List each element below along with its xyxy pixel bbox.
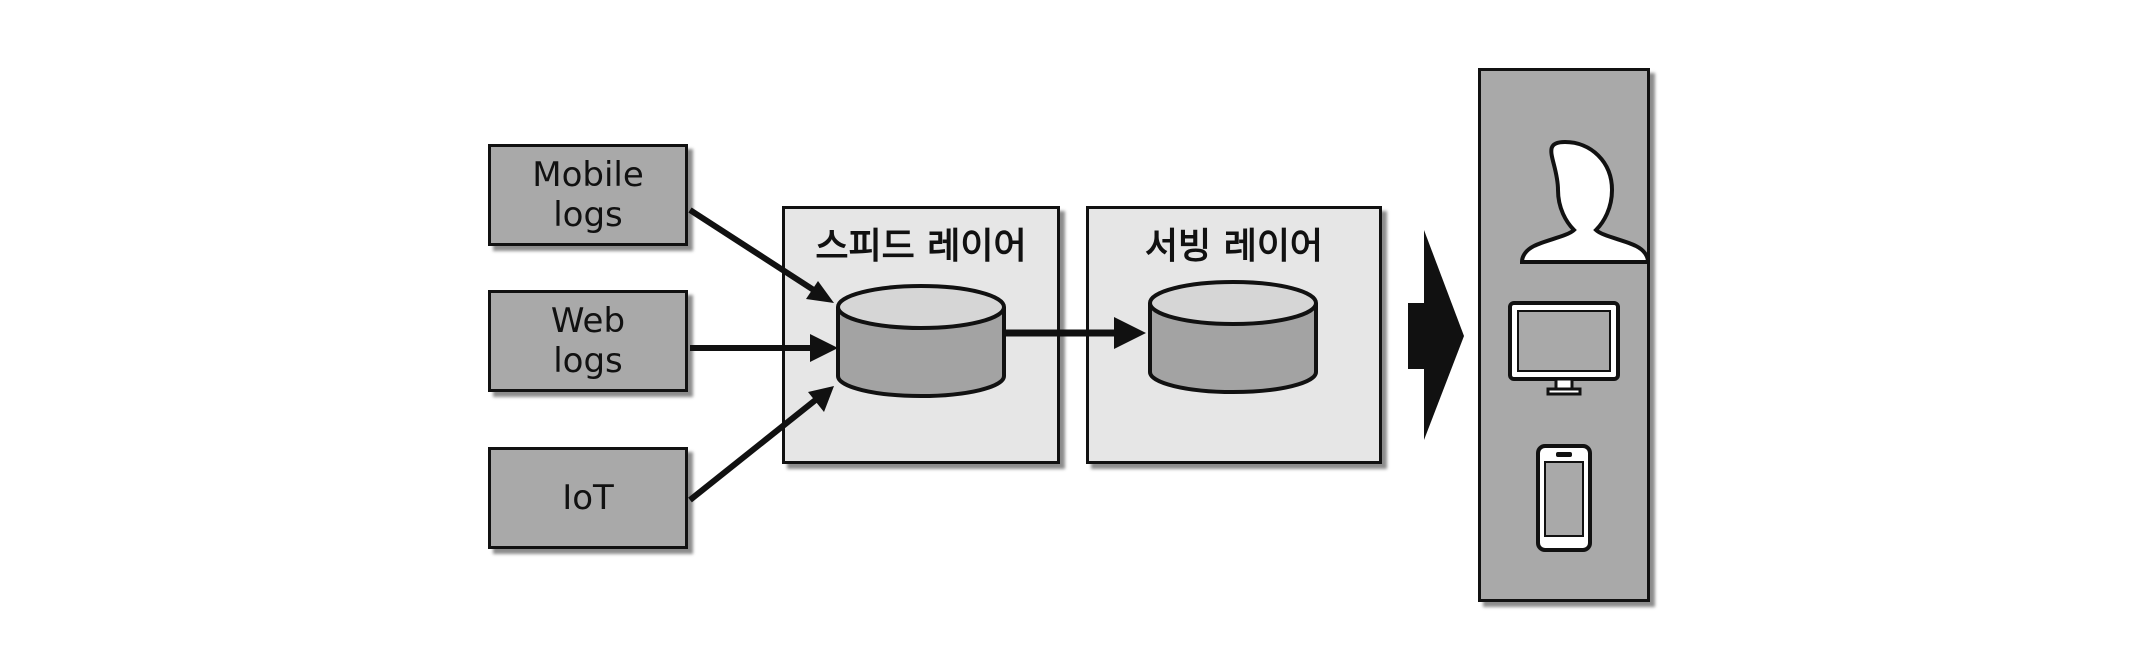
source-label-line1: IoT: [562, 478, 614, 518]
output-arrow-icon: [1408, 230, 1464, 440]
arrow-speed-to-serving: [1004, 317, 1146, 349]
smartphone-icon: [1536, 444, 1592, 552]
user-icon: [1519, 139, 1651, 264]
monitor-icon: [1508, 301, 1620, 396]
source-label-line2: logs: [553, 195, 623, 235]
speed-database-icon: [836, 284, 1006, 398]
serving-layer-title: 서빙 레이어: [1144, 226, 1324, 267]
source-iot: IoT: [488, 447, 688, 549]
arrow-iot-to-speed: [688, 386, 834, 503]
source-label-line2: logs: [553, 341, 623, 381]
serving-database-icon: [1148, 280, 1318, 394]
speed-layer-title: 스피드 레이어: [815, 226, 1027, 267]
arrow-mobile-to-speed: [688, 207, 834, 303]
source-web-logs: Web logs: [488, 290, 688, 392]
source-label-line1: Web: [550, 301, 626, 341]
source-label-line1: Mobile: [532, 155, 644, 195]
arrow-web-to-speed: [690, 334, 838, 362]
source-mobile-logs: Mobile logs: [488, 144, 688, 246]
